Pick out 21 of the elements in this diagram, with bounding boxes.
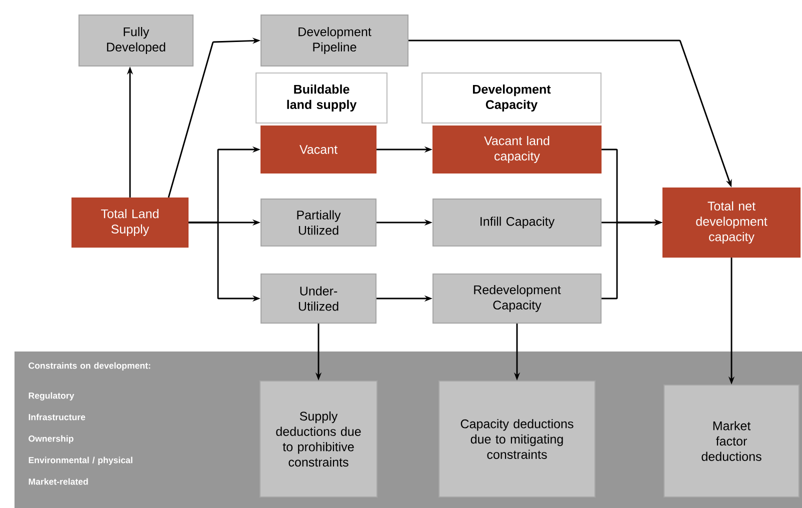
constraint-item: Infrastructure xyxy=(28,414,86,420)
constraint-item: Environmental / physical xyxy=(28,456,132,465)
deduction-box: Supply deductions due to prohibitive constraints xyxy=(259,380,378,498)
constraint-item: Market-related xyxy=(28,478,88,485)
constraint-item: Regulatory xyxy=(28,392,74,400)
band-heading: Constraints on development: xyxy=(28,362,150,370)
process-box: Infill Capacity xyxy=(432,198,602,246)
process-box: Vacant land capacity xyxy=(432,126,602,174)
process-box: Development Pipeline xyxy=(260,14,408,66)
deduction-box: Capacity deductions due to mitigating constraints xyxy=(438,380,596,498)
process-box: Fully Developed xyxy=(78,14,194,66)
column-heading: Development Capacity xyxy=(422,72,602,124)
process-box: Total Land Supply xyxy=(71,197,189,248)
deduction-box: Market factor deductions xyxy=(664,384,800,498)
process-box: Total net development capacity xyxy=(662,187,801,258)
process-box: Redevelopment Capacity xyxy=(432,273,602,324)
column-heading: Buildable land supply xyxy=(256,72,388,124)
process-box: Partially Utilized xyxy=(260,198,376,246)
process-box: Under-Utilized xyxy=(260,273,376,324)
process-box: Vacant xyxy=(260,126,376,174)
constraint-item: Ownership xyxy=(28,435,74,444)
